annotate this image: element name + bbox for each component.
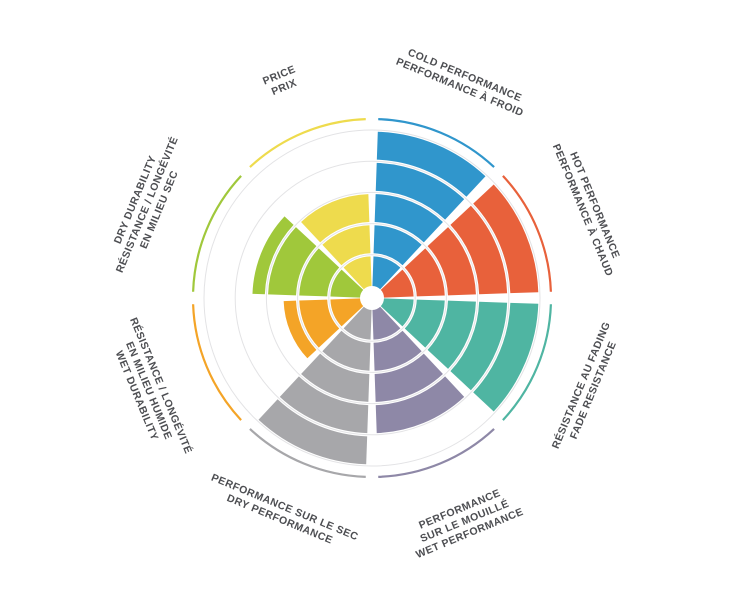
sector-band — [375, 162, 465, 220]
sector-max-arc — [192, 175, 242, 292]
sector-band — [450, 205, 508, 295]
sector-fade-resistance — [380, 298, 552, 421]
sector-band — [343, 306, 372, 340]
sector-band — [301, 194, 370, 243]
sector-wet-performance — [372, 306, 495, 478]
sector-band — [299, 248, 340, 297]
sector-max-arc — [192, 304, 242, 421]
sector-band — [330, 298, 364, 327]
sector-hot-performance — [380, 175, 552, 298]
sector-band — [380, 298, 414, 327]
sector-max-arc — [249, 118, 366, 168]
sector-band — [268, 227, 317, 296]
sector-wet-durability — [192, 298, 364, 421]
sector-max-arc — [502, 175, 552, 292]
sector-dry-performance — [249, 306, 372, 478]
sector-band — [404, 248, 445, 297]
sector-band — [380, 269, 414, 298]
grid-circle — [265, 191, 479, 405]
sector-max-arc — [378, 118, 495, 168]
sector-band — [301, 353, 370, 402]
sector-band — [427, 300, 476, 369]
sector-band — [427, 227, 476, 296]
sector-max-arc — [378, 428, 495, 478]
sector-cold-performance — [372, 118, 495, 290]
sector-band — [330, 269, 364, 298]
grid-circle — [234, 160, 510, 436]
sector-band — [374, 194, 443, 243]
sector-band — [252, 216, 294, 295]
sector-band — [299, 299, 340, 348]
sector-band — [322, 330, 371, 371]
sector-band — [279, 376, 369, 434]
sector-band — [372, 256, 401, 290]
sector-band — [375, 376, 465, 434]
grid-circle — [297, 223, 447, 373]
sector-price — [249, 118, 372, 290]
sector-band — [283, 300, 317, 359]
sector-max-arc — [502, 304, 552, 421]
sector-max-arc — [249, 428, 366, 478]
grid-rings — [203, 129, 541, 467]
grid-circle — [328, 254, 416, 342]
sector-band — [322, 225, 371, 266]
sector-band — [404, 299, 445, 348]
sector-band — [258, 399, 368, 465]
sector-band — [376, 131, 486, 197]
sector-band — [373, 330, 422, 371]
sector-band — [372, 306, 401, 340]
sector-band — [473, 302, 539, 412]
sector-band — [450, 301, 508, 391]
sector-band — [374, 353, 443, 402]
grid-circle — [203, 129, 541, 467]
sector-band — [373, 225, 422, 266]
sector-band — [343, 256, 372, 290]
sector-dry-durability — [192, 175, 364, 298]
sector-band — [473, 184, 539, 294]
